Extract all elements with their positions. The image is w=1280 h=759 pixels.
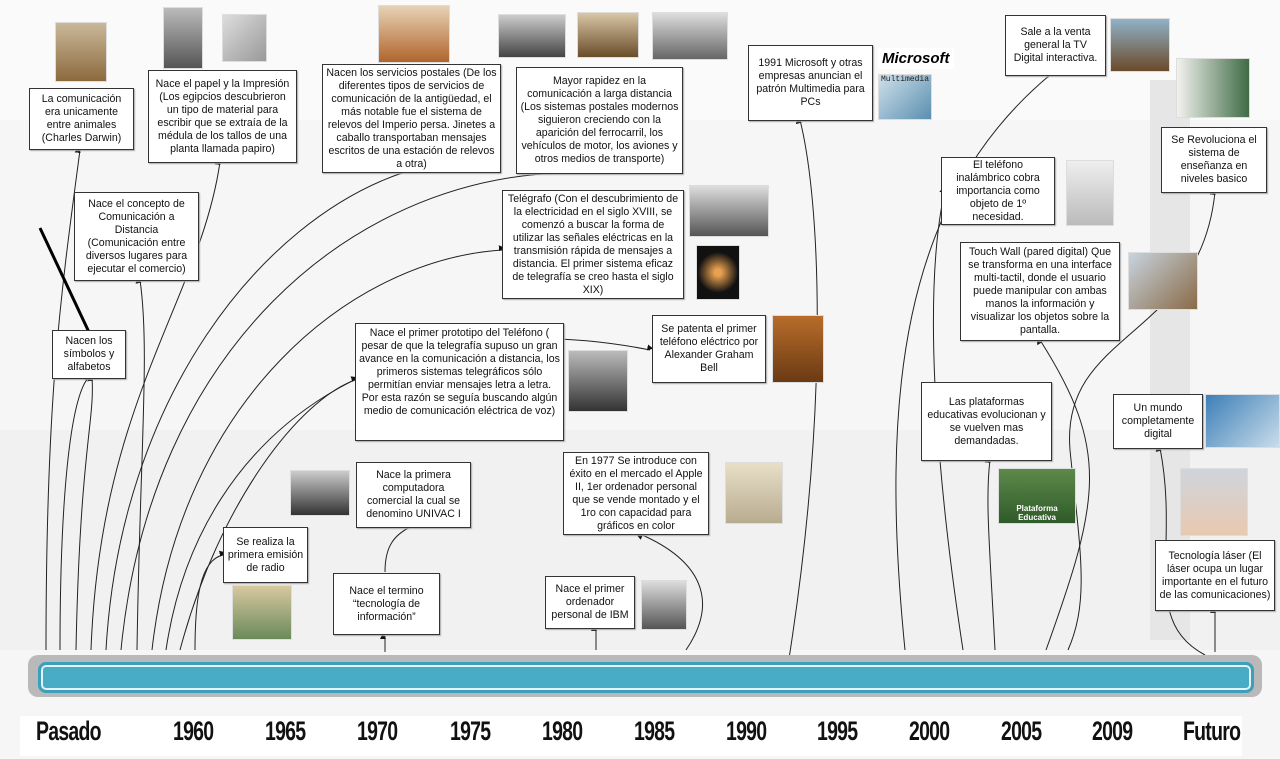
connector [1036, 338, 1090, 651]
event-multimedia: 1991 Microsoft y otras empresas anuncian… [748, 45, 873, 121]
event-bell-telephone: Se patenta el primer teléfono eléctrico … [652, 315, 766, 383]
event-touch-wall: Touch Wall (pared digital) Que se transf… [960, 242, 1120, 341]
telegraph-image [689, 185, 769, 237]
univac-image [290, 470, 350, 516]
multimedia-logo: Multimedia [881, 75, 930, 84]
connector [151, 245, 505, 651]
train-image [498, 14, 566, 58]
label-1990: 1990 [726, 716, 767, 746]
event-educational-platforms: Las plataformas educativas evolucionan y… [921, 382, 1052, 461]
event-education-revolution: Se Revoluciona el sistema de enseñanza e… [1161, 127, 1267, 193]
plataforma-logo-text: Plataforma Educativa [1016, 504, 1058, 522]
timeline-axis [20, 716, 1242, 756]
evolution-image [55, 22, 107, 82]
event-digital-world: Un mundo completamente digital [1113, 394, 1203, 449]
smartboard-image [1176, 58, 1250, 118]
digital-tv-image [1110, 18, 1170, 72]
event-apple-ii: En 1977 Se introduce con éxito en el mer… [563, 452, 709, 535]
car-image [577, 12, 639, 58]
touch-wall-image [1128, 252, 1198, 310]
event-ibm-pc: Nace el primer ordenador personal de IBM [545, 576, 635, 629]
event-paper-printing: Nace el papel y la Impresión (Los egipci… [148, 70, 297, 163]
prototype-telephone-image [568, 350, 628, 412]
label-futuro: Futuro [1183, 716, 1241, 746]
ibm-pc-image [641, 580, 687, 630]
label-2005: 2005 [1001, 716, 1042, 746]
label-1985: 1985 [634, 716, 675, 746]
event-digital-tv: Sale a la venta general la TV Digital in… [1005, 15, 1106, 76]
educational-platform-image [998, 468, 1076, 524]
laser-keyboard-image [1180, 468, 1248, 536]
connector [194, 550, 226, 651]
label-1975: 1975 [450, 716, 491, 746]
event-darwin: La comunicación era unicamente entre ani… [29, 88, 134, 150]
label-1965: 1965 [265, 716, 306, 746]
event-telephone-prototype: Nace el primer prototipo del Teléfono ( … [355, 323, 564, 441]
digital-world-image [1205, 394, 1280, 448]
airplane-image [652, 12, 728, 60]
connector [105, 168, 408, 651]
microsoft-logo: Microsoft [878, 48, 954, 69]
label-2000: 2000 [909, 716, 950, 746]
mailbox-image [378, 5, 450, 63]
connector [384, 523, 412, 573]
connector [179, 376, 358, 651]
label-2009: 2009 [1092, 716, 1133, 746]
label-1960: 1960 [173, 716, 214, 746]
multimedia-image [878, 74, 932, 120]
event-symbols-alphabets: Nacen los símbolos y alfabetos [52, 330, 126, 379]
label-1995: 1995 [817, 716, 858, 746]
connector [135, 277, 145, 651]
bell-telephone-image [772, 315, 824, 383]
cordless-phone-image [1066, 160, 1114, 226]
stroke-mark [38, 227, 97, 346]
timeline-bar [38, 662, 1254, 693]
event-long-distance: Mayor rapidez en la comunicación a larga… [516, 67, 683, 174]
connector [787, 117, 818, 666]
label-1970: 1970 [357, 716, 398, 746]
event-radio: Se realiza la primera emisión de radio [223, 527, 308, 583]
event-cordless-phone: El teléfono inalámbrico cobra importanci… [941, 157, 1055, 225]
connector [120, 168, 563, 651]
label-pasado: Pasado [36, 716, 102, 746]
event-postal-services: Nacen los servicios postales (De los dif… [322, 64, 501, 173]
apple-ii-image [725, 462, 783, 524]
connector [59, 374, 89, 651]
event-laser: Tecnología láser (El láser ocupa un luga… [1155, 540, 1275, 611]
connector [90, 158, 221, 651]
connector [75, 375, 94, 651]
label-1980: 1980 [542, 716, 583, 746]
event-univac: Nace la primera computadora comercial la… [356, 462, 471, 528]
event-it-term: Nace el termino “tecnología de informaci… [333, 573, 440, 635]
connector [895, 71, 1052, 651]
event-distance-communication: Nace el concepto de Comunicación a Dista… [74, 192, 199, 281]
connector [984, 456, 996, 651]
event-telegraph: Telégrafo (Con el descubrimiento de la e… [502, 190, 684, 299]
radio-cartoon-image [232, 585, 292, 640]
printing-press-image [163, 7, 203, 69]
electricity-image [696, 245, 740, 300]
connector [636, 533, 703, 651]
paper-image [222, 14, 267, 62]
